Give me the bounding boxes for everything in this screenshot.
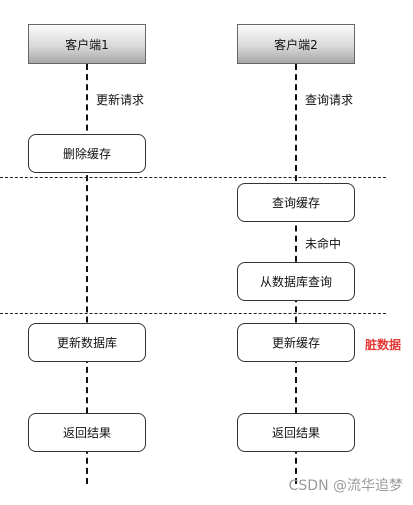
watermark: CSDN @流华追梦 bbox=[288, 478, 403, 494]
step-c2-query-cache: 查询缓存 bbox=[237, 183, 355, 222]
step-c1-delete-cache: 删除缓存 bbox=[28, 134, 146, 173]
label-cache-miss: 未命中 bbox=[305, 235, 342, 252]
step-c1-update-db: 更新数据库 bbox=[28, 323, 146, 362]
step-c2-update-cache: 更新缓存 bbox=[237, 323, 355, 362]
step-label: 查询缓存 bbox=[271, 196, 320, 210]
client1-lifeline bbox=[86, 64, 88, 484]
step-c1-return: 返回结果 bbox=[28, 413, 146, 452]
phase-separator-2 bbox=[0, 313, 386, 314]
step-label: 从数据库查询 bbox=[259, 275, 332, 289]
label-update-request: 更新请求 bbox=[96, 91, 145, 108]
step-label: 更新数据库 bbox=[56, 336, 117, 350]
step-label: 删除缓存 bbox=[62, 147, 111, 161]
client1-header: 客户端1 bbox=[28, 24, 146, 64]
step-label: 返回结果 bbox=[271, 426, 320, 440]
step-c2-return: 返回结果 bbox=[237, 413, 355, 452]
step-c2-query-db: 从数据库查询 bbox=[237, 262, 355, 301]
client2-title: 客户端2 bbox=[274, 37, 318, 52]
phase-separator-1 bbox=[0, 177, 386, 178]
label-dirty-data: 脏数据 bbox=[365, 336, 402, 353]
step-label: 更新缓存 bbox=[271, 336, 320, 350]
client2-header: 客户端2 bbox=[237, 24, 355, 64]
label-query-request: 查询请求 bbox=[305, 91, 354, 108]
step-label: 返回结果 bbox=[62, 426, 111, 440]
client1-title: 客户端1 bbox=[65, 37, 109, 52]
